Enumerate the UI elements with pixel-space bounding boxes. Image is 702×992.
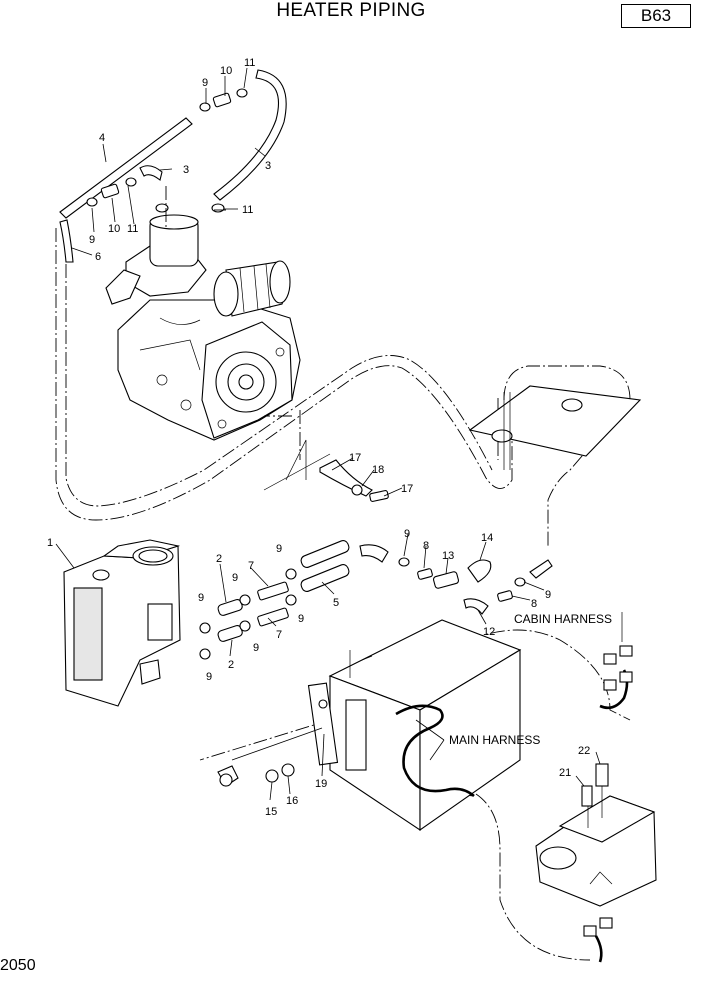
callout-13: 13: [442, 550, 454, 562]
cab-plate: [468, 385, 642, 470]
callout-21: 19: [315, 778, 327, 790]
callout-9: 9: [298, 613, 304, 625]
routing-lines: [55, 186, 631, 961]
engine-drawing: [105, 214, 301, 441]
engine-hoses: [59, 69, 287, 263]
cabin-harness-label: CABIN HARNESS: [514, 612, 612, 626]
lower-right-unit: [535, 763, 657, 937]
callout-22: 21: [559, 767, 571, 779]
callout-9: 9: [206, 671, 212, 683]
callout-9: 9: [202, 77, 208, 89]
callout-numbers: 9 10 11 4 3 3 9 10 11 11 6 17 18 17 1 2 …: [47, 57, 590, 818]
page-number: 2050: [0, 957, 36, 974]
clamp-assembly: [263, 439, 389, 502]
callout-12: 12: [483, 626, 495, 638]
callout-9: 9: [404, 528, 410, 540]
heater-fittings: [199, 540, 553, 660]
cabin-connectors: [603, 645, 633, 691]
diagram-code-box: B63: [621, 4, 691, 28]
callout-11: 11: [242, 204, 253, 216]
callout-11: 11: [244, 57, 255, 69]
callout-4: 4: [99, 132, 105, 144]
wing-nut-assembly: [217, 763, 295, 787]
callout-9: 9: [232, 572, 238, 584]
callout-15: 15: [265, 806, 277, 818]
callout-10: 10: [108, 223, 120, 235]
callout-3: 3: [265, 160, 271, 172]
callout-16: 16: [286, 795, 298, 807]
callout-9: 9: [89, 234, 95, 246]
callout-23: 22: [578, 745, 590, 757]
frame-bracket: [231, 619, 522, 832]
callout-9: 9: [545, 589, 551, 601]
callout-17: 17: [349, 452, 361, 464]
callout-9: 9: [198, 592, 204, 604]
callout-5: 5: [333, 597, 339, 609]
callout-7: 7: [248, 560, 254, 572]
callout-11: 11: [127, 223, 138, 235]
callout-19: 18: [372, 464, 384, 476]
callout-6: 6: [95, 251, 101, 263]
callout-9: 9: [276, 543, 282, 555]
callout-3: 3: [183, 164, 189, 176]
page-title: HEATER PIPING: [276, 0, 426, 21]
callout-9: 9: [253, 642, 259, 654]
callout-2: 2: [216, 553, 222, 565]
callout-18: 17: [401, 483, 413, 495]
heater-unit: [63, 539, 181, 707]
callout-1: 1: [47, 537, 53, 549]
leader-lines: [55, 67, 601, 801]
callout-14: 14: [481, 532, 493, 544]
main-harness-label: MAIN HARNESS: [449, 733, 540, 747]
callout-2: 2: [228, 659, 234, 671]
callout-8: 8: [531, 598, 537, 610]
callout-10: 10: [220, 65, 232, 77]
callout-8: 8: [423, 540, 429, 552]
callout-7: 7: [276, 629, 282, 641]
